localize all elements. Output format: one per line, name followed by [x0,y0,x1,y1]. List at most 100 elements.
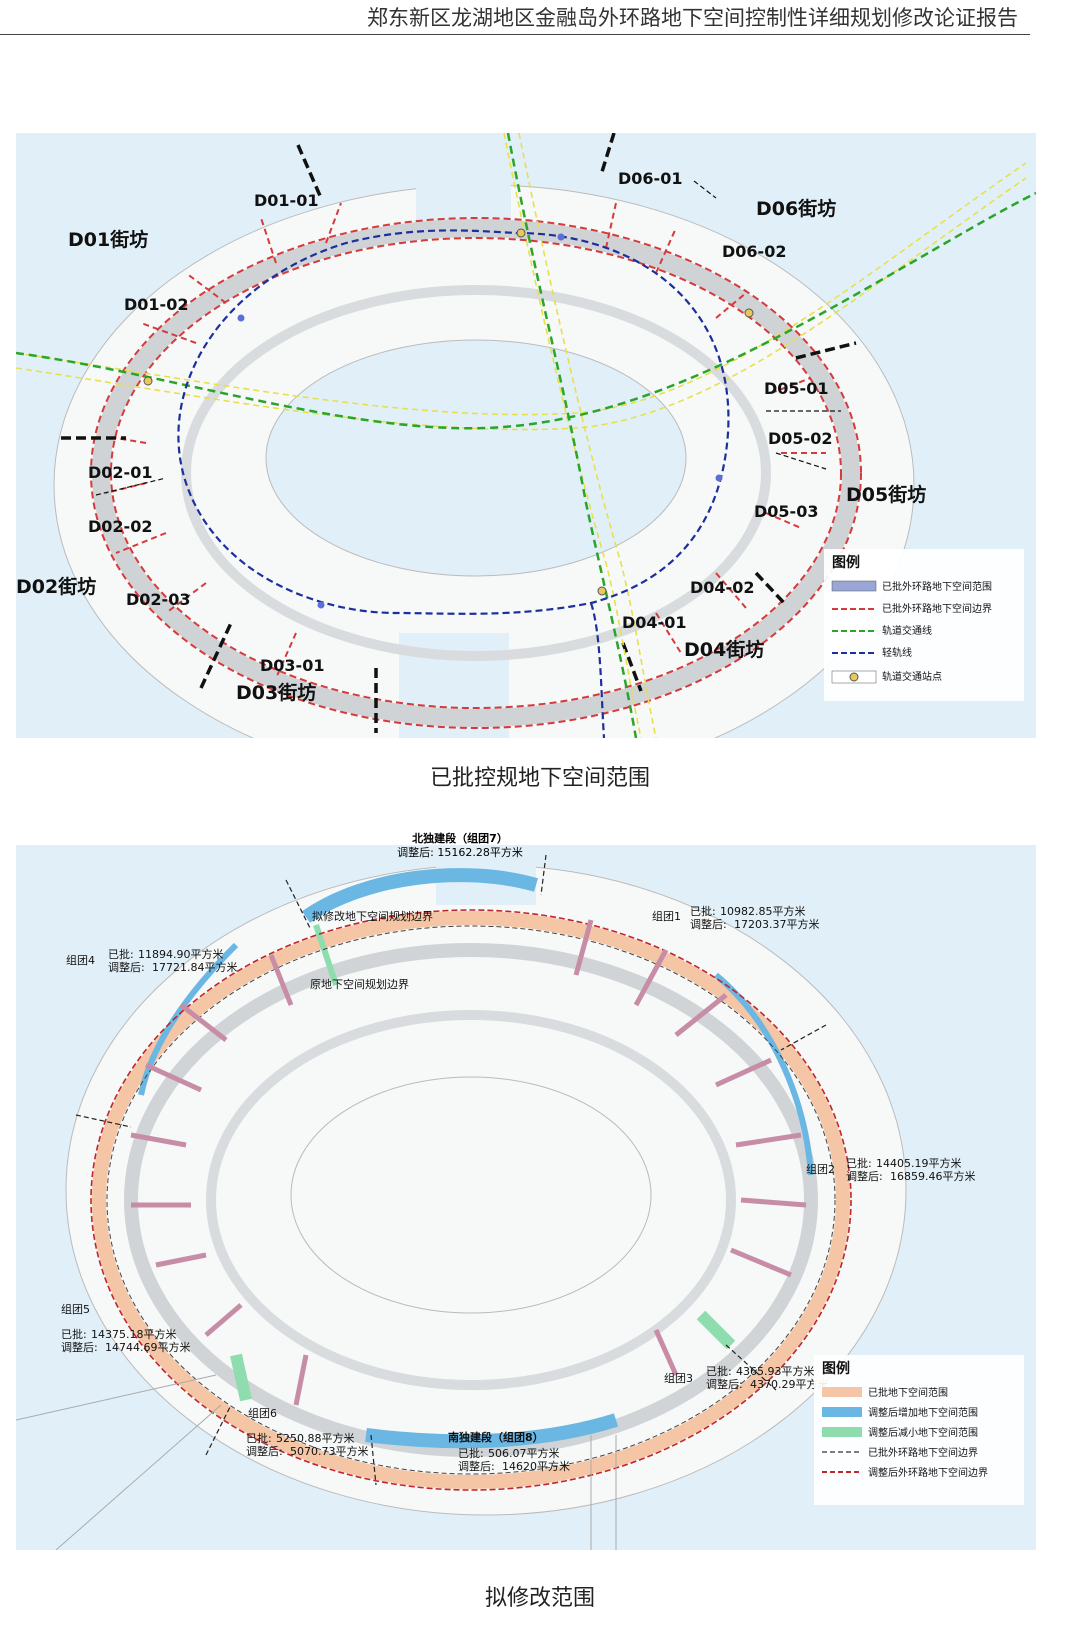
parcel-label: D02-02 [88,517,152,536]
yellow-lines [16,133,1027,738]
approved-underground-ring [92,911,850,1489]
parcel-label: D05-03 [754,502,818,521]
group-dividers [75,854,827,1486]
group2-adjusted-label: 调整后: [846,1169,883,1183]
legend-item: 轨道交通站点 [882,670,942,683]
district-dividers [61,133,857,733]
group1-adjusted-label: 调整后: [690,917,727,931]
parcel-label: D02-01 [88,463,152,482]
parcel-label: D01-01 [254,191,318,210]
legend-item: 已批外环路地下空间边界 [882,602,992,615]
legend-swatch-station [849,672,859,682]
group2-approved: 14405.19平方米 [876,1156,962,1170]
group4-approved-label: 已批: [108,947,134,961]
south-approved: 506.07平方米 [488,1446,560,1460]
parcel-label: D06-02 [722,242,786,261]
south-approved-label: 已批: [458,1446,484,1460]
south-group-name: 南独建段（组团8） [448,1430,544,1444]
parcel-label: D01-02 [124,295,188,314]
rail-line-green [16,191,1036,430]
district-label-d02: D02街坊 [16,575,96,598]
district-label-d06: D06街坊 [756,197,836,220]
leader-lines [95,180,841,496]
light-rail-spur [589,602,606,738]
legend-item: 轻轨线 [882,646,912,659]
group4-adjusted-label: 调整后: [108,960,145,974]
group5-approved-label: 已批: [61,1327,87,1341]
adjusted-boundary [90,909,852,1491]
approved-plan-map: D01街坊 D02街坊 D03街坊 D04街坊 D05街坊 D06街坊 D01-… [16,133,1036,738]
proposed-revision-map: 组团4 已批: 11894.90平方米 调整后: 17721.84平方米 组团1… [16,845,1036,1550]
group4-approved: 11894.90平方米 [138,947,224,961]
increase-north [301,868,538,923]
parcel-label: D02-03 [126,590,190,609]
group5-approved: 14375.18平方米 [91,1327,177,1341]
ring-road-outer [92,219,860,727]
group6-adjusted-label: 调整后: [246,1444,283,1458]
legend-item: 轨道交通线 [882,624,932,637]
decrease-southeast [696,1310,736,1350]
north-adjusted-row: 调整后: 15162.28平方米 [380,846,540,860]
parcel-label: D04-01 [622,613,686,632]
legend-item: 已批外环路地下空间边界 [868,1446,978,1459]
inner-core [290,1076,652,1314]
group1-approved: 10982.85平方米 [720,904,806,918]
decrease-southwest [230,1353,252,1402]
approved-boundary [106,925,836,1475]
report-title: 郑东新区龙湖地区金融岛外环路地下空间控制性详细规划修改论证报告 [367,6,1018,30]
ring-road-inner [181,285,771,661]
legend-swatch-approved [822,1387,862,1397]
inner-lake [265,339,687,577]
north-adjusted-label: 调整后: [397,846,434,859]
north-adjusted: 15162.28平方米 [437,846,523,859]
map2-caption: 拟修改范围 [484,1586,595,1611]
south-adjusted-label: 调整后: [458,1459,495,1473]
legend-item: 已批地下空间范围 [868,1386,948,1399]
group1-adjusted: 17203.37平方米 [734,917,820,931]
group5-name: 组团5 [61,1302,90,1316]
group6-name: 组团6 [248,1406,277,1420]
district-label-d03: D03街坊 [236,681,316,704]
rail-line-green-ns [506,133,638,738]
group4-name: 组团4 [66,953,95,967]
north-group-block: 调整后: 15162.28平方米 [380,828,540,860]
group1-name: 组团1 [652,909,681,923]
legend-title: 图例 [832,554,860,571]
district-label-d05: D05街坊 [846,483,926,506]
group4-adjusted: 17721.84平方米 [152,960,238,974]
map1-caption: 已批控规地下空间范围 [429,766,650,791]
approved-spokes [105,202,826,679]
north-group-title: 北独建段（组团7） [380,830,540,846]
approved-boundary-inner [110,237,842,709]
group1-approved-label: 已批: [690,904,716,918]
annotation-original-boundary: 原地下空间规划边界 [310,977,409,991]
increase-east [714,972,814,1176]
parcel-label: D05-02 [768,429,832,448]
map2-legend: 图例 已批地下空间范围 调整后增加地下空间范围 调整后减小地下空间范围 已批外环… [814,1355,1024,1505]
group2-approved-label: 已批: [846,1156,872,1170]
parcel-label: D03-01 [260,656,324,675]
parcel-label: D06-01 [618,169,682,188]
group3-approved: 4365.93平方米 [736,1364,815,1378]
district-label-d01: D01街坊 [68,228,148,251]
increase-south [365,1413,619,1449]
group3-adjusted-label: 调整后: [706,1377,743,1391]
district-label-d04: D04街坊 [684,638,764,661]
group3-adjusted: 4370.29平方米 [750,1377,829,1391]
roads [16,1374,617,1550]
legend-item: 调整后减小地下空间范围 [868,1426,978,1439]
group3-name: 组团3 [664,1371,693,1385]
group6-adjusted: 5070.73平方米 [290,1444,369,1458]
group6-approved-label: 已批: [246,1431,272,1445]
legend-title: 图例 [822,1360,850,1377]
group2-adjusted: 16859.46平方米 [890,1169,976,1183]
annotation-revised-boundary: 拟修改地下空间规划边界 [312,909,433,923]
group6-approved: 5250.88平方米 [276,1431,355,1445]
group5-adjusted: 14744.69平方米 [105,1340,191,1354]
group2-name: 组团2 [806,1162,835,1176]
north-group-name-text: 北独建段（组团7） [412,832,508,845]
rail-stations [143,228,754,609]
legend-swatch-decrease [822,1427,862,1437]
legend-swatch-range [831,580,877,592]
approved-boundary-outer [90,217,862,729]
